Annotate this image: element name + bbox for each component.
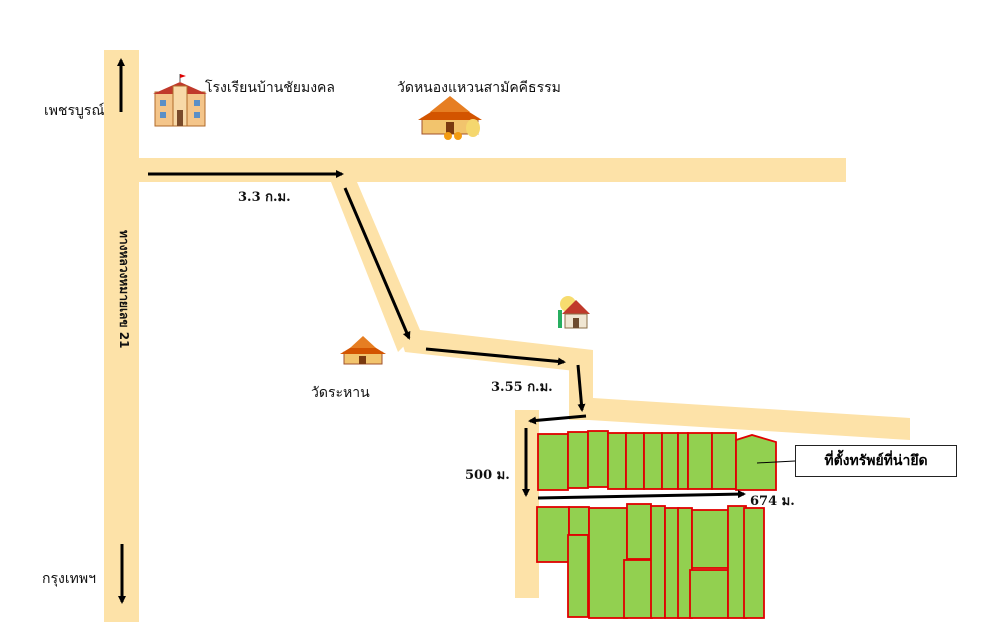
parcel bbox=[588, 507, 628, 619]
north-direction-label: เพชรบูรณ์ bbox=[44, 103, 105, 119]
parcel bbox=[567, 431, 589, 489]
distance-label: 3.55 ก.ม. bbox=[491, 380, 553, 395]
parcel bbox=[650, 505, 666, 619]
parcel bbox=[691, 509, 729, 569]
highway-road bbox=[104, 50, 139, 622]
parcel bbox=[664, 507, 680, 619]
parcel bbox=[687, 432, 713, 490]
callout-leader bbox=[756, 460, 796, 464]
parcel bbox=[623, 559, 653, 619]
school-label: โรงเรียนบ้านชัยมงคล bbox=[205, 80, 335, 96]
property-callout: ที่ตั้งทรัพย์ที่น่ายึด bbox=[795, 445, 957, 477]
parcel bbox=[626, 503, 652, 560]
parcel bbox=[689, 569, 729, 619]
arrow-down-1 bbox=[576, 364, 586, 412]
connector-road bbox=[569, 352, 910, 440]
parcel bbox=[536, 506, 570, 563]
route-arrows bbox=[117, 58, 746, 604]
temple-icon bbox=[418, 96, 482, 140]
distance-label: 500 ม. bbox=[465, 468, 510, 483]
parcel bbox=[677, 432, 689, 490]
arrow-middle bbox=[425, 347, 566, 366]
arrow-east-2 bbox=[537, 490, 746, 500]
east-road bbox=[139, 158, 846, 182]
parcel bbox=[625, 432, 645, 490]
school-icon bbox=[153, 74, 207, 127]
distance-label: 3.3 ก.ม. bbox=[238, 190, 291, 205]
temple-mid-label: วัดระหาน bbox=[311, 385, 370, 401]
parcel bbox=[743, 507, 765, 619]
parcel bbox=[567, 534, 589, 618]
distance-label: 674 ม. bbox=[750, 494, 795, 509]
parcel bbox=[735, 434, 777, 491]
roads bbox=[104, 50, 910, 622]
parcel bbox=[643, 432, 663, 490]
highway-label: ทางหลวงหมายเลข 21 bbox=[117, 230, 131, 349]
diagonal-road bbox=[331, 182, 420, 352]
parcel bbox=[587, 430, 609, 488]
middle-road bbox=[398, 330, 593, 373]
house-icon bbox=[558, 296, 590, 329]
parcel bbox=[537, 433, 569, 491]
parcel bbox=[568, 506, 590, 536]
arrow-diagonal bbox=[343, 187, 411, 340]
arrow-west bbox=[528, 414, 587, 425]
property-parcels bbox=[536, 430, 777, 619]
temple-north-label: วัดหนองแหวนสามัคคีธรรม bbox=[397, 80, 561, 96]
parcel bbox=[711, 432, 737, 490]
parcel bbox=[607, 432, 627, 490]
parcel bbox=[661, 432, 679, 490]
south-direction-label: กรุงเทพฯ bbox=[42, 571, 96, 587]
temple-icon bbox=[340, 336, 386, 365]
